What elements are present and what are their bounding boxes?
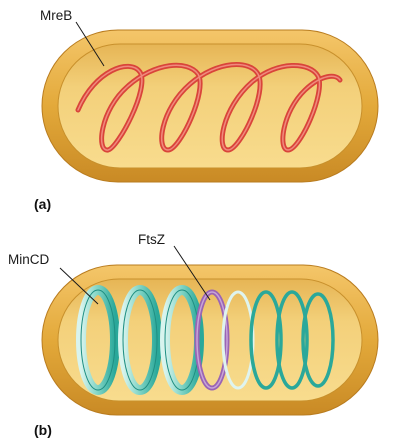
mreb-label: MreB xyxy=(40,8,72,23)
panel-b: MinCD FtsZ xyxy=(8,232,378,415)
panel-b-label: (b) xyxy=(34,422,52,438)
panel-a: MreB xyxy=(40,8,378,182)
ftsz-label: FtsZ xyxy=(138,232,165,247)
panel-a-label: (a) xyxy=(34,196,51,212)
mincd-label: MinCD xyxy=(8,252,50,267)
